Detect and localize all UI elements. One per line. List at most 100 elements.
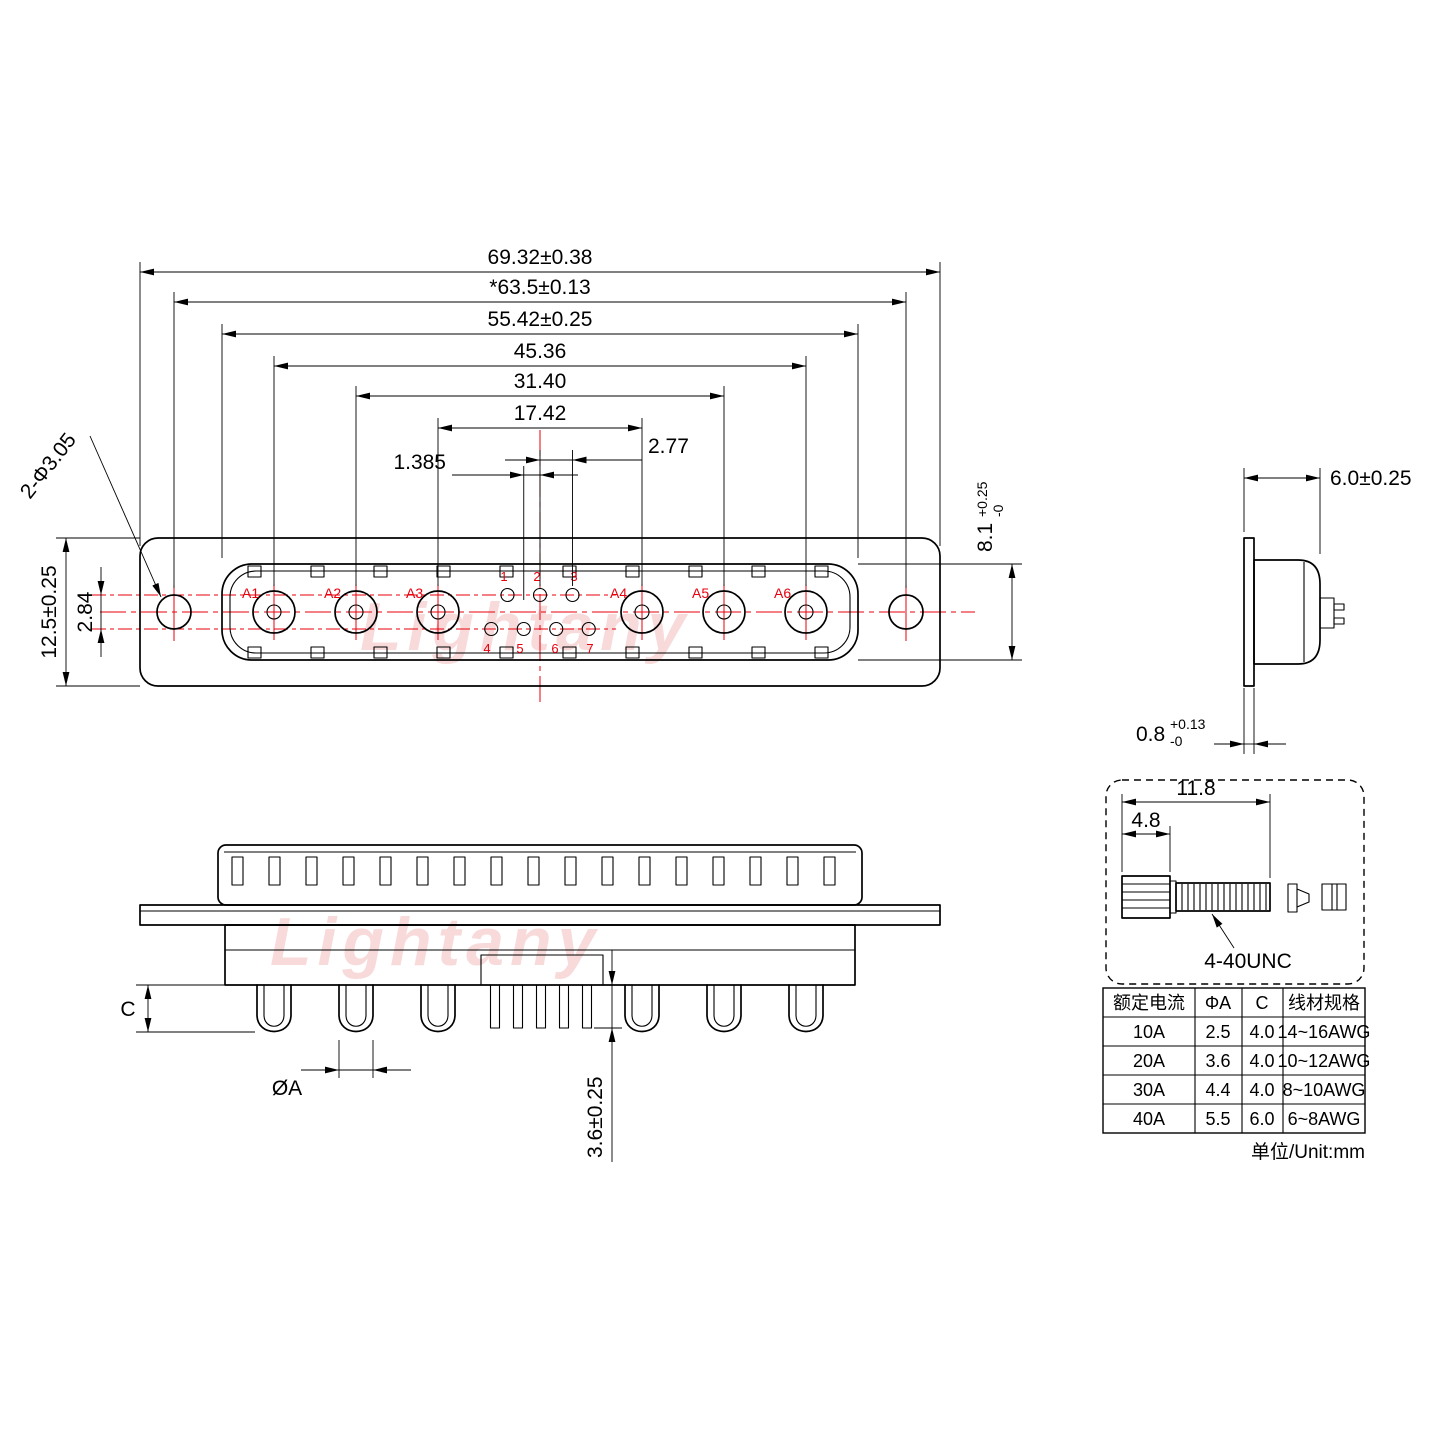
pin-labels: 1 2 3 4 5 6 7 [483,569,593,656]
nut-icon [1321,883,1347,911]
svg-text:5.5: 5.5 [1205,1109,1230,1129]
side-tail [1319,597,1335,629]
dim-pin-length: 3.6±0.25 [584,1076,607,1158]
pin-label-6: 6 [551,641,558,656]
svg-text:30A: 30A [1133,1080,1165,1100]
screw-head [1121,875,1171,919]
dim-shell-width: 55.42±0.25 [488,308,593,331]
table-header-wire: 线材规格 [1288,993,1360,1013]
svg-text:2.5: 2.5 [1205,1022,1230,1042]
spec-table: 额定电流 ΦA C 线材规格 10A 2.5 4.0 14~16AWG 20A … [1102,987,1370,1163]
contact-label-a6: A6 [774,585,791,601]
mounting-hole-right [888,594,924,630]
dim-mounting-hole: 2-Φ3.05 [16,429,81,503]
table-row: 40A 5.5 6.0 6~8AWG [1133,1109,1360,1129]
contact-label-a5: A5 [692,585,709,601]
dim-cup-diameter: ØA [272,1077,302,1100]
shell-slots-top [247,565,829,578]
screw-shaft [1175,882,1271,912]
pin-label-5: 5 [516,641,523,656]
svg-text:4.0: 4.0 [1249,1051,1274,1071]
power-contacts [252,590,828,634]
svg-text:+0.25: +0.25 [974,481,990,517]
dim-screw-head-length: 4.8 [1131,809,1160,832]
svg-text:8~10AWG: 8~10AWG [1283,1080,1366,1100]
table-header-c: C [1256,993,1269,1013]
svg-text:+0.13: +0.13 [1170,716,1206,732]
side-extension-lines [1243,468,1321,754]
contact-labels: A1 A2 A3 A4 A5 A6 [242,585,791,601]
watermark-front: Lightany [360,589,691,665]
rear-shell-slots [231,856,836,886]
table-header-phi-a: ΦA [1205,993,1231,1013]
front-dimension-lines [62,268,1016,686]
screw-detail-frame [1105,779,1365,985]
dim-contact-gap: 17.42 [514,402,567,425]
dim-overall-width: 69.32±0.38 [488,246,593,269]
svg-text:4.4: 4.4 [1205,1080,1230,1100]
svg-text:6~8AWG: 6~8AWG [1288,1109,1361,1129]
washer-icon [1287,883,1310,913]
dim-cup-depth: C [120,998,135,1021]
mounting-hole-left [156,594,192,630]
dim-contact-span: 45.36 [514,340,567,363]
dim-pin-row-gap: 2.84 [74,591,97,632]
table-row: 10A 2.5 4.0 14~16AWG [1133,1022,1370,1042]
table-header-current: 额定电流 [1113,993,1185,1013]
side-flange [1243,537,1255,687]
screw-detail: 11.8 4.8 4-40UNC [1105,777,1365,985]
dim-contact-span-inner: 31.40 [514,370,567,393]
dim-pin-half-pitch: 1.385 [393,451,446,474]
front-extension-lines [56,262,1022,687]
contact-label-a3: A3 [406,585,423,601]
svg-text:0.8: 0.8 [1136,723,1165,746]
svg-text:6.0: 6.0 [1249,1109,1274,1129]
contact-label-a4: A4 [610,585,627,601]
dim-mounting-pitch: *63.5±0.13 [489,276,590,299]
svg-text:8.1: 8.1 [974,523,997,552]
dim-pin-pitch: 2.77 [648,435,689,458]
watermark-rear: Lightany [270,904,601,980]
dim-body-depth: 6.0±0.25 [1330,467,1412,490]
solder-cups-inner [263,985,817,1027]
rear-view: C ØA 3.6±0.25 [120,844,941,1162]
svg-text:4.0: 4.0 [1249,1080,1274,1100]
screw-thread-label: 4-40UNC [1204,950,1292,973]
svg-text:20A: 20A [1133,1051,1165,1071]
dim-flange-thickness: 0.8 +0.13 -0 [1136,716,1206,749]
pin-label-7: 7 [586,641,593,656]
svg-text:-0: -0 [990,504,1006,517]
signal-pins [484,587,596,637]
screw-thread [1181,884,1267,910]
svg-text:14~16AWG: 14~16AWG [1278,1022,1371,1042]
table-row: 20A 3.6 4.0 10~12AWG [1133,1051,1370,1071]
dim-screw-total-length: 11.8 [1176,777,1215,800]
rear-signal-pins [489,984,593,1029]
pin-label-4: 4 [483,641,490,656]
svg-text:3.6: 3.6 [1205,1051,1230,1071]
screw-neck [1169,880,1177,914]
dim-flange-height: 12.5±0.25 [38,565,61,658]
contact-label-a2: A2 [324,585,341,601]
unit-note: 单位/Unit:mm [1251,1141,1365,1163]
solder-cups-outer [256,984,824,1033]
screw-extension-lines [1121,794,1271,878]
table-header-row: 额定电流 ΦA C 线材规格 [1113,993,1360,1013]
pin-label-1: 1 [500,569,507,584]
shell-slots-bottom [247,646,829,659]
svg-text:10A: 10A [1133,1022,1165,1042]
front-view: A1 A2 A3 A4 A5 A6 1 2 3 4 5 6 7 [16,246,1022,702]
side-view: 6.0±0.25 0.8 +0.13 -0 [1136,467,1412,754]
svg-text:10~12AWG: 10~12AWG [1278,1051,1371,1071]
side-body [1253,559,1321,665]
rear-extension-lines [136,984,622,1078]
pin-label-3: 3 [570,569,577,584]
svg-text:4.0: 4.0 [1249,1022,1274,1042]
rear-shell [217,844,863,906]
table-row: 30A 4.4 4.0 8~10AWG [1133,1080,1365,1100]
contact-label-a1: A1 [242,585,259,601]
svg-text:40A: 40A [1133,1109,1165,1129]
dim-shell-depth: 8.1 +0.25 -0 [974,481,1006,552]
